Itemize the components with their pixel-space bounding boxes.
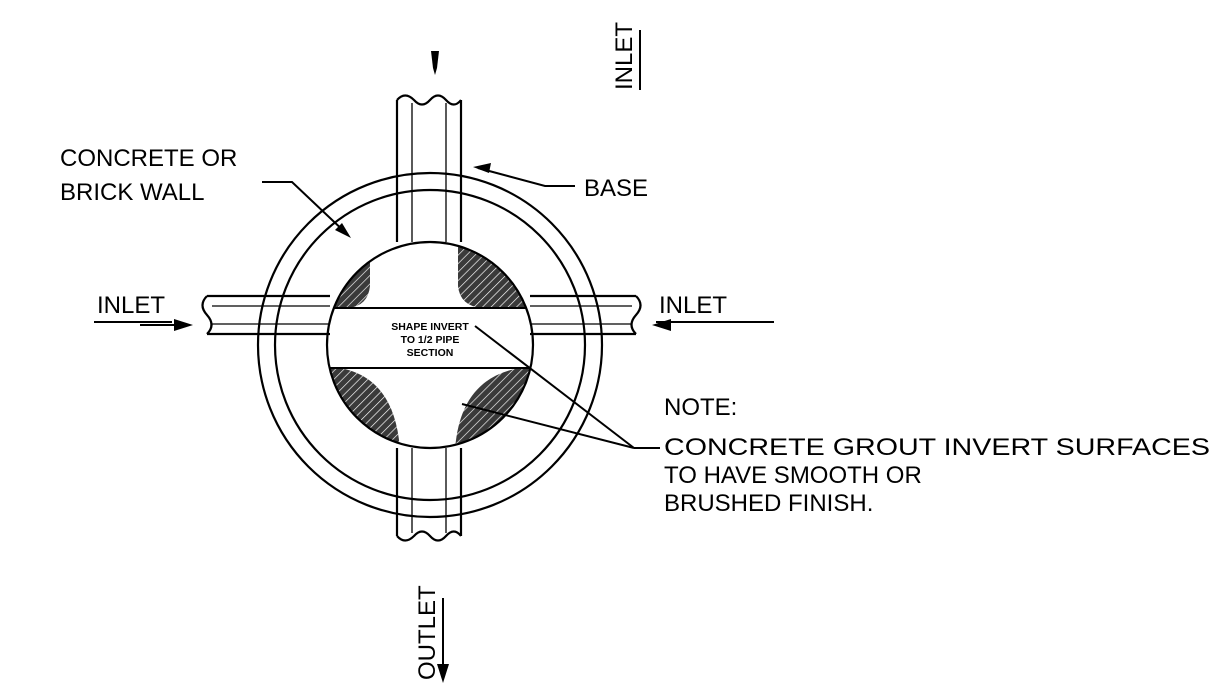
wall-label-line1: CONCRETE OR bbox=[60, 145, 237, 172]
note-line1: CONCRETE GROUT INVERT SURFACES bbox=[664, 434, 1210, 461]
outlet-arrow-icon bbox=[437, 664, 449, 683]
invert-channel bbox=[327, 307, 533, 369]
wall-circle bbox=[273, 188, 587, 502]
pipe-bottom bbox=[395, 448, 463, 542]
note-line3: BRUSHED FINISH. bbox=[664, 490, 873, 517]
wall-leader-line bbox=[262, 181, 349, 236]
wall-label-line2: BRICK WALL bbox=[60, 179, 204, 206]
pipe-right bbox=[530, 294, 642, 336]
base-label: BASE bbox=[584, 175, 648, 202]
pipe-left bbox=[201, 294, 330, 336]
invert-label-line2: TO 1/2 PIPE bbox=[401, 334, 460, 346]
pipe-top bbox=[395, 94, 463, 242]
invert-label-line3: SECTION bbox=[407, 347, 454, 359]
wall-leader-arrow-icon bbox=[335, 223, 351, 238]
inlet-left-label: INLET bbox=[97, 292, 165, 319]
note-line2: TO HAVE SMOOTH OR bbox=[664, 462, 922, 489]
outlet-label: OUTLET bbox=[414, 585, 441, 680]
inner-chamber-circle bbox=[325, 240, 535, 450]
invert-label-line1: SHAPE INVERT bbox=[391, 321, 469, 333]
inlet-top-label: INLET bbox=[611, 22, 638, 90]
note-leader-lines bbox=[461, 325, 660, 449]
top-inlet-arrow-icon bbox=[431, 51, 439, 75]
inlet-right-arrow-icon bbox=[652, 319, 671, 331]
base-leader-arrow-icon bbox=[473, 163, 491, 173]
inlet-right-label: INLET bbox=[659, 292, 727, 319]
base-outer-circle bbox=[256, 171, 604, 519]
inlet-left-arrow-icon bbox=[174, 319, 193, 331]
note-title: NOTE: bbox=[664, 394, 737, 421]
base-leader-line bbox=[477, 167, 575, 187]
